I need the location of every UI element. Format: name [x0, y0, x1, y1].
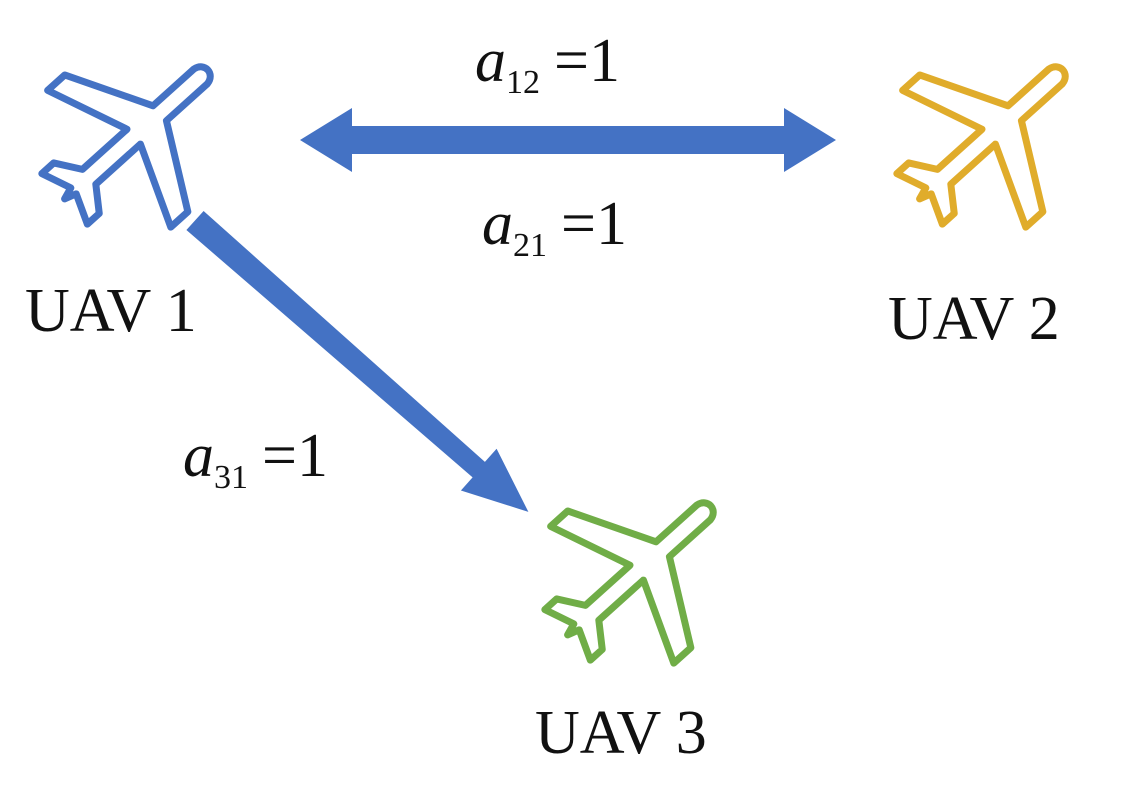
weight-symbol: a	[183, 422, 214, 490]
edge-arrow-uav1-uav2	[300, 108, 836, 172]
uav3-airplane-icon	[506, 438, 772, 704]
weight-value: =1	[262, 422, 328, 490]
uav1-label: UAV 1	[25, 277, 197, 345]
uav3-plane-outline	[506, 438, 772, 704]
weight-subscript: 21	[513, 226, 547, 264]
weight-value: =1	[561, 190, 627, 258]
edge-weight-a12: a12 =1	[475, 27, 620, 99]
uav2-airplane-icon	[858, 2, 1124, 268]
weight-subscript: 31	[214, 458, 248, 496]
uav2-label: UAV 2	[888, 285, 1060, 353]
uav1-airplane-icon	[3, 2, 269, 268]
weight-symbol: a	[475, 27, 506, 95]
edge-weight-a31: a31 =1	[183, 422, 328, 494]
weight-subscript: 12	[506, 63, 540, 101]
edge-weight-a21: a21 =1	[482, 190, 627, 262]
weight-symbol: a	[482, 190, 513, 258]
weight-value: =1	[554, 27, 620, 95]
uav3-label: UAV 3	[535, 699, 707, 767]
uav2-plane-outline	[858, 2, 1124, 268]
uav1-plane-outline	[3, 2, 269, 268]
edge-arrow-uav1-uav3	[186, 211, 529, 512]
